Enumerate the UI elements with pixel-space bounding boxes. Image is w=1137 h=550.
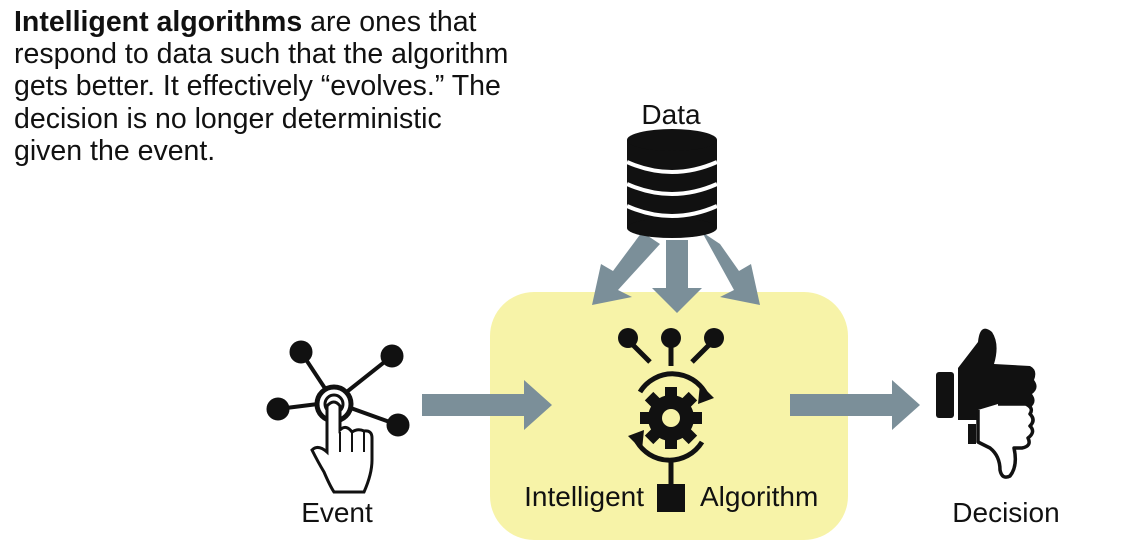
algorithm-label-left: Intelligent: [524, 481, 644, 512]
event-to-algorithm-arrow: [422, 380, 552, 430]
touch-network-icon: [266, 340, 410, 494]
gear-cycle-icon: [618, 328, 724, 512]
algorithm-to-decision-arrow: [790, 380, 920, 430]
database-icon: [626, 129, 718, 238]
decision-label: Decision: [952, 497, 1059, 528]
data-arrows: [592, 232, 760, 313]
event-label: Event: [301, 497, 373, 528]
data-arrow-right: [702, 232, 760, 305]
thumbs-up-down-icon: [936, 328, 1037, 479]
description-text: Intelligent algorithms are ones that res…: [14, 6, 514, 167]
description-rest: are ones that respond to data such that …: [14, 6, 509, 167]
data-arrow-left: [592, 232, 660, 305]
data-arrow-center: [652, 240, 702, 313]
description-bold-term: Intelligent algorithms: [14, 6, 303, 38]
algorithm-label-right: Algorithm: [700, 481, 818, 512]
data-label: Data: [641, 99, 701, 130]
